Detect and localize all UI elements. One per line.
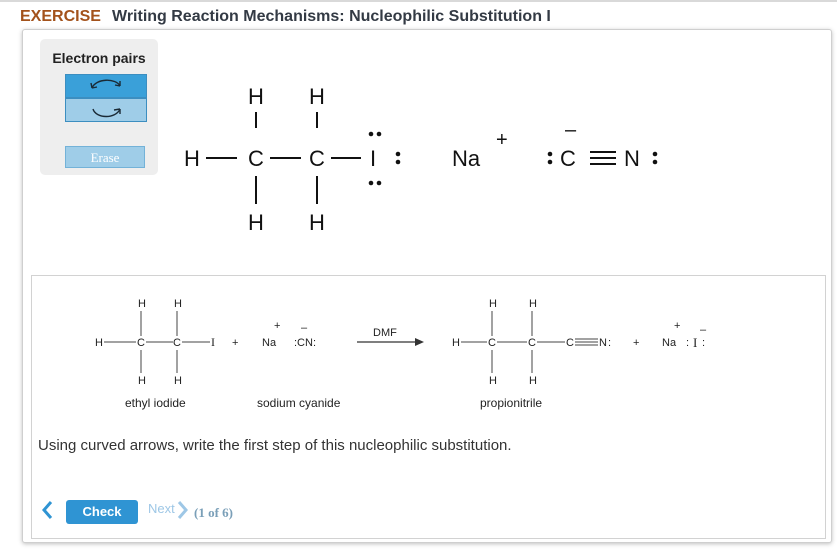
check-button[interactable]: Check: [66, 500, 138, 524]
next-button[interactable]: Next: [148, 501, 175, 516]
eq-atom: C: [566, 337, 574, 349]
eq-atom: H: [138, 298, 146, 310]
eq-atom: C: [137, 337, 145, 349]
curved-arrow-double-icon: [90, 79, 121, 89]
eq-atom: H: [174, 375, 182, 387]
exercise-header: EXERCISE Writing Reaction Mechanisms: Nu…: [0, 0, 837, 32]
atom-iodine[interactable]: I: [370, 146, 376, 171]
ethyl-iodide-label: ethyl iodide: [125, 396, 186, 410]
lone-pair-dot: [652, 159, 658, 165]
eq-atom: N: [599, 337, 607, 349]
electron-pairs-panel: Electron pairs Erase: [40, 39, 158, 175]
charge-minus: –: [565, 119, 577, 141]
question-text: Using curved arrows, write the first ste…: [38, 437, 512, 454]
eq-minus-charge: –: [700, 324, 707, 336]
atom-c2[interactable]: C: [309, 146, 325, 171]
eq-minus-charge: –: [301, 322, 308, 334]
lone-pair-dot: [652, 151, 658, 157]
curved-arrow-single-icon: [92, 108, 121, 118]
lone-pair-dot: [395, 159, 401, 165]
lone-pair-dot: [376, 131, 382, 137]
eq-plus: +: [633, 337, 639, 349]
structure-canvas[interactable]: H H H C C I H H Na + – C N: [0, 0, 837, 275]
atom-h-left[interactable]: H: [184, 146, 200, 171]
atom-c1[interactable]: C: [248, 146, 264, 171]
atom-h-bottom-2[interactable]: H: [309, 210, 325, 235]
eq-byproduct-iodide: I: [693, 335, 697, 350]
eq-atom: C: [488, 337, 496, 349]
eq-colon: :: [702, 337, 705, 349]
eq-atom: H: [529, 375, 537, 387]
charge-plus: +: [496, 129, 508, 151]
atom-nitrogen[interactable]: N: [624, 146, 640, 171]
lone-pair-dot: [395, 151, 401, 157]
eq-atom: I: [211, 335, 215, 349]
eq-colon: :: [686, 337, 689, 349]
atom-h-top-1[interactable]: H: [248, 84, 264, 109]
eq-atom: H: [138, 375, 146, 387]
progress-indicator: (1 of 6): [194, 505, 233, 520]
lone-pair-dot: [376, 180, 382, 186]
lone-pair-dot: [368, 131, 374, 137]
eq-atom: H: [529, 298, 537, 310]
erase-button[interactable]: Erase: [65, 146, 145, 168]
exercise-title: Writing Reaction Mechanisms: Nucleophili…: [112, 8, 551, 25]
atom-h-bottom-1[interactable]: H: [248, 210, 264, 235]
eq-atom: H: [95, 337, 103, 349]
problem-panel: H H H C C I H H ethyl iodide + + Na – :C…: [31, 275, 826, 539]
eq-byproduct-sodium: Na: [662, 337, 677, 349]
eq-atom: H: [489, 375, 497, 387]
reaction-equation: H H H C C I H H ethyl iodide + + Na – :C…: [95, 298, 707, 410]
double-curved-arrow-button[interactable]: [65, 74, 147, 98]
sodium-cyanide-label: sodium cyanide: [257, 396, 341, 410]
conditions-label: DMF: [373, 327, 397, 339]
eq-plus-charge: +: [674, 320, 680, 332]
single-curved-arrow-button[interactable]: [65, 98, 147, 122]
atom-sodium[interactable]: Na: [452, 146, 481, 171]
eq-sodium: Na: [262, 337, 277, 349]
propionitrile-label: propionitrile: [480, 396, 542, 410]
electron-pairs-title: Electron pairs: [52, 50, 146, 66]
reaction-arrow-icon: [415, 338, 424, 346]
atom-h-top-2[interactable]: H: [309, 84, 325, 109]
next-chevron-icon[interactable]: [177, 500, 189, 520]
atom-cyanide-carbon[interactable]: C: [560, 146, 576, 171]
eq-atom: C: [173, 337, 181, 349]
eq-colon: :: [608, 337, 611, 349]
lone-pair-dot: [547, 159, 553, 165]
eq-plus: +: [232, 337, 238, 349]
eq-cyanide: :CN:: [294, 337, 316, 349]
eq-plus-charge: +: [274, 320, 280, 332]
eq-atom: H: [489, 298, 497, 310]
lone-pair-dot: [547, 151, 553, 157]
eq-atom: H: [174, 298, 182, 310]
previous-chevron-icon[interactable]: [40, 500, 54, 520]
lone-pair-dot: [368, 180, 374, 186]
eq-atom: C: [528, 337, 536, 349]
eq-atom: H: [452, 337, 460, 349]
exercise-keyword: EXERCISE: [20, 8, 101, 25]
